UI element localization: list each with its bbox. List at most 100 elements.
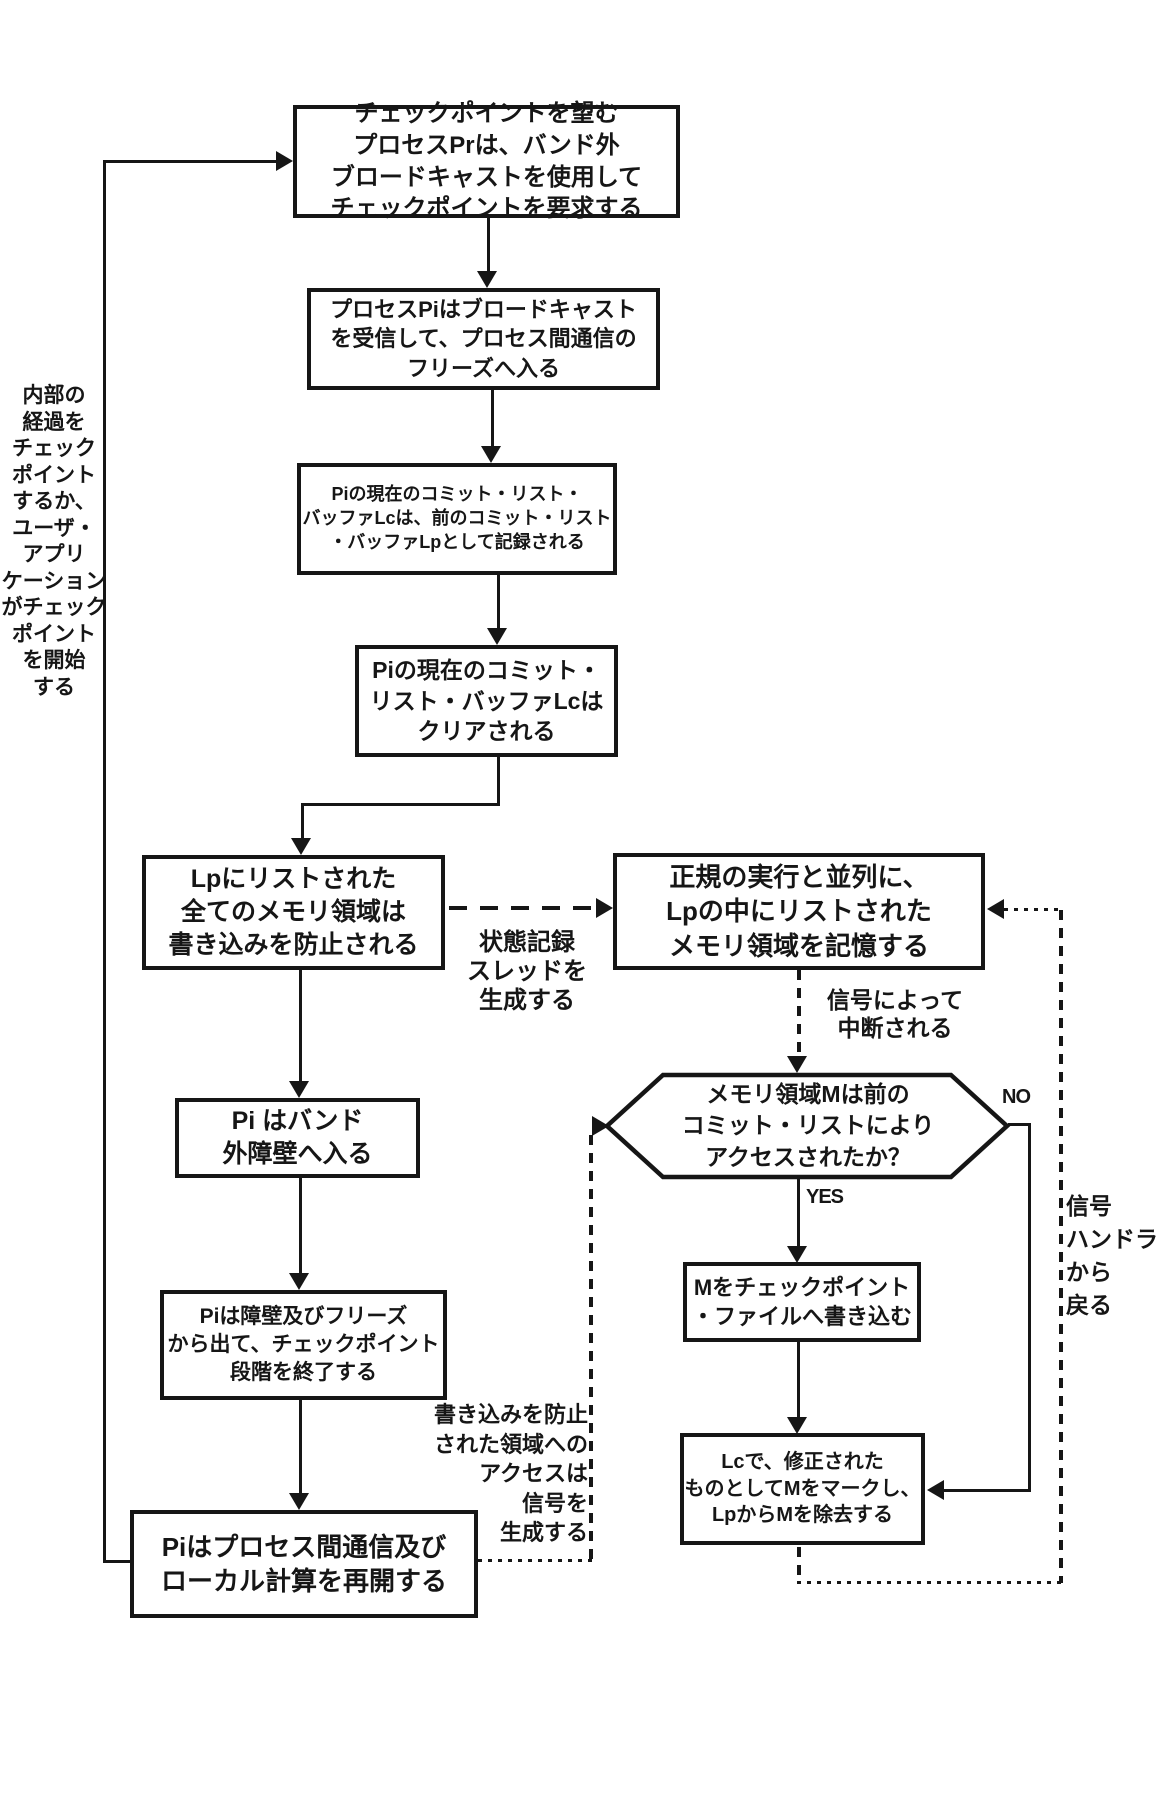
text-line: Mをチェックポイント — [694, 1273, 910, 1302]
arrowhead-box8 — [289, 1493, 309, 1510]
box-enter-barrier: Pi はバンド外障壁へ入る — [175, 1098, 420, 1178]
arrowhead-write-m — [787, 1246, 807, 1263]
box-store-regions: 正規の実行と並列に、Lpの中にリストされたメモリ領域を記憶する — [613, 853, 985, 970]
text-line: 書き込みを防止 — [434, 1400, 588, 1430]
box-receive-broadcast: プロセスPiはブロードキャストを受信して、プロセス間通信のフリーズへ入る — [307, 288, 660, 390]
text-line: ブロードキャストを使用して — [331, 162, 642, 194]
edge-return-v-short — [797, 1547, 801, 1583]
edge-box4-elbow-v1 — [497, 757, 500, 806]
edge-box4-elbow-v2 — [301, 803, 304, 839]
edge-feedback-top — [103, 160, 276, 163]
text-line: チェックポイントを要求する — [331, 193, 643, 225]
box-request-checkpoint: チェックポイントを望むプロセスPrは、バンド外ブロードキャストを使用してチェック… — [293, 105, 680, 218]
edge-feedback-vertical — [103, 160, 106, 1563]
edge-signal-dotted-bottom — [478, 1559, 592, 1562]
arrowhead-into-request-box — [276, 151, 293, 171]
text-line: がチェック — [2, 595, 107, 622]
text-line: 戻る — [1066, 1289, 1112, 1322]
text-line: ポイント — [12, 622, 96, 649]
text-line: 信号を — [522, 1489, 588, 1519]
box-clear-lc: Piの現在のコミット・リスト・バッファLcはクリアされる — [355, 645, 618, 757]
text-line: ・ファイルへ書き込む — [692, 1302, 912, 1331]
edge-box2-box3 — [491, 390, 494, 448]
edge-no-h2 — [944, 1489, 1031, 1492]
text-line: チェック — [12, 436, 96, 463]
arrowhead-box6 — [289, 1081, 309, 1098]
text-line: ものとしてMをマークし、 — [684, 1476, 920, 1502]
text-line: ケーション — [2, 569, 107, 596]
box-exit-barrier: Piは障壁及びフリーズから出て、チェックポイント段階を終了する — [160, 1290, 447, 1400]
decision-hexagon-text: メモリ領域Mは前のコミット・リストによりアクセスされたか？ — [643, 1078, 973, 1174]
edge-no-v — [1028, 1123, 1031, 1491]
text-line: 書き込みを防止される — [168, 929, 418, 962]
text-line: 経過を — [23, 410, 86, 437]
text-line: Lcで、修正された — [721, 1449, 884, 1475]
arrowhead-return-into-store — [987, 899, 1004, 919]
text-line: を開始 — [23, 648, 86, 675]
text-line: バッファLcは、前のコミット・リスト — [302, 507, 611, 531]
arrowhead-into-hexagon — [592, 1116, 609, 1136]
box-mark-m-modified: Lcで、修正されたものとしてMをマークし、LpからMを除去する — [680, 1433, 925, 1545]
text-line: アクセスは — [479, 1459, 588, 1489]
arrowhead-box2 — [477, 271, 497, 288]
text-line: 生成する — [479, 986, 575, 1015]
text-line: 段階を終了する — [230, 1359, 377, 1387]
edge-writem-markm — [797, 1342, 800, 1420]
left-margin-note: 内部の経過をチェックポイントするか、ユーザ・アプリケーションがチェックポイントを… — [6, 383, 102, 701]
text-line: Lpの中にリストされた — [666, 894, 932, 928]
text-line: 状態記録 — [479, 928, 575, 957]
text-line: を受信して、プロセス間通信の — [330, 324, 636, 353]
edge-return-dashed-vertical — [1059, 910, 1063, 1583]
edge-box4-elbow-h — [301, 803, 500, 806]
text-line: ハンドラ — [1066, 1223, 1158, 1256]
arrowhead-box3 — [481, 446, 501, 463]
text-line: するか、 — [12, 489, 96, 516]
signal-interrupt-note: 信号によって中断される — [800, 986, 990, 1042]
text-line: フリーズへ入る — [407, 354, 560, 383]
text-line: ポイント — [12, 463, 96, 490]
edge-box6-box7 — [299, 1178, 302, 1275]
box-write-protect: Lpにリストされた全てのメモリ領域は書き込みを防止される — [142, 855, 445, 970]
edge-box3-box4 — [497, 575, 500, 630]
text-line: 正規の実行と並列に、 — [669, 860, 928, 894]
text-line: メモリ領域を記憶する — [669, 929, 929, 963]
text-line: スレッドを — [467, 957, 587, 986]
text-line: リスト・バッファLcは — [370, 686, 604, 716]
label-yes: YES — [806, 1186, 843, 1209]
text-line: ローカル計算を再開する — [161, 1564, 447, 1598]
box-record-lp: Piの現在のコミット・リスト・バッファLcは、前のコミット・リスト・バッファLp… — [297, 463, 617, 575]
text-line: された領域への — [434, 1430, 588, 1460]
label-no: NO — [1002, 1086, 1030, 1109]
text-line: クリアされる — [418, 716, 556, 746]
spawn-thread-note: 状態記録スレッドを生成する — [438, 928, 616, 1015]
edge-yes — [797, 1177, 800, 1250]
arrowhead-box7 — [289, 1273, 309, 1290]
text-line: 信号によって — [827, 986, 963, 1014]
edge-return-dotted-bottom — [797, 1581, 1063, 1584]
text-line: Piの現在のコミット・リスト・ — [331, 483, 582, 507]
text-line: 内部の — [23, 383, 86, 410]
text-line: メモリ領域Mは前の — [706, 1079, 909, 1110]
text-line: アプリ — [23, 542, 86, 569]
arrowhead-mark-m — [787, 1417, 807, 1434]
text-line: Piは障壁及びフリーズ — [200, 1303, 408, 1331]
text-line: する — [33, 675, 75, 702]
edge-spawn-thread-dashed — [449, 906, 597, 910]
text-line: から — [1066, 1256, 1112, 1289]
text-line: Pi はバンド — [232, 1105, 364, 1138]
text-line: アクセスされたか？ — [705, 1142, 911, 1173]
text-line: から出て、チェックポイント — [168, 1331, 440, 1359]
text-line: 信号 — [1066, 1190, 1112, 1223]
text-line: 生成する — [500, 1518, 588, 1548]
edge-return-dotted-top — [1004, 908, 1060, 911]
text-line: プロセスPiはブロードキャスト — [330, 295, 637, 324]
text-line: LpからMを除去する — [712, 1502, 893, 1528]
text-line: コミット・リストにより — [682, 1110, 935, 1141]
text-line: Lpにリストされた — [191, 863, 397, 896]
edge-box7-box8 — [299, 1400, 302, 1495]
edge-box5-box6 — [299, 970, 302, 1082]
text-line: Piの現在のコミット・ — [372, 655, 601, 685]
edge-box1-box2 — [487, 218, 490, 274]
write-protect-signal-note: 書き込みを防止された領域へのアクセスは信号を生成する — [370, 1400, 588, 1548]
